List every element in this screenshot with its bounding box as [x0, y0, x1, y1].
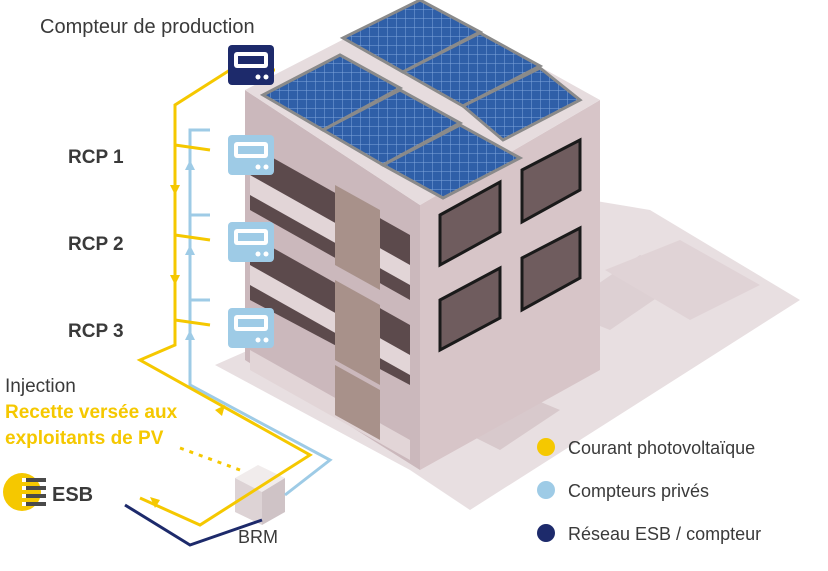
solar-panels — [259, 0, 583, 200]
solar-panel-icon — [460, 66, 583, 142]
solar-panel-icon — [399, 31, 544, 108]
legend-swatch-grid — [537, 524, 555, 542]
legend-swatch-pv — [537, 438, 555, 456]
meter-icon — [228, 222, 274, 262]
legend-label-pv: Courant photovoltaïque — [568, 438, 755, 458]
solar-panel-icon — [379, 123, 524, 200]
pv-current-line — [136, 68, 313, 527]
production-meter-label: Compteur de production — [40, 16, 255, 38]
meter-icon — [228, 308, 274, 348]
legend: Courant photovoltaïque Compteurs privés … — [537, 438, 761, 544]
revenue-label-line1: Recette versée aux — [5, 402, 178, 423]
legend-label-private: Compteurs privés — [568, 481, 709, 501]
brm-label: BRM — [238, 527, 278, 547]
esb-grid-line — [124, 503, 263, 547]
private-meter-line — [188, 128, 333, 497]
rcp2-label: RCP 2 — [68, 234, 124, 255]
rcp3-label: RCP 3 — [68, 321, 124, 342]
pv-arrows — [150, 185, 225, 508]
rcp1-label: RCP 1 — [68, 147, 124, 168]
meter-icon — [228, 135, 274, 175]
solar-panel-icon — [259, 53, 404, 132]
legend-label-grid: Réseau ESB / compteur — [568, 524, 761, 544]
esb-label: ESB — [52, 484, 93, 506]
meter-icon — [228, 45, 274, 85]
private-arrows — [185, 160, 195, 340]
revenue-label-line2: exploitants de PV — [5, 428, 164, 449]
injection-label: Injection — [5, 376, 76, 397]
legend-swatch-private — [537, 481, 555, 499]
solar-panel-icon — [319, 88, 464, 167]
sun-icon — [3, 473, 48, 511]
building — [245, 0, 600, 470]
injection-link — [179, 446, 241, 472]
